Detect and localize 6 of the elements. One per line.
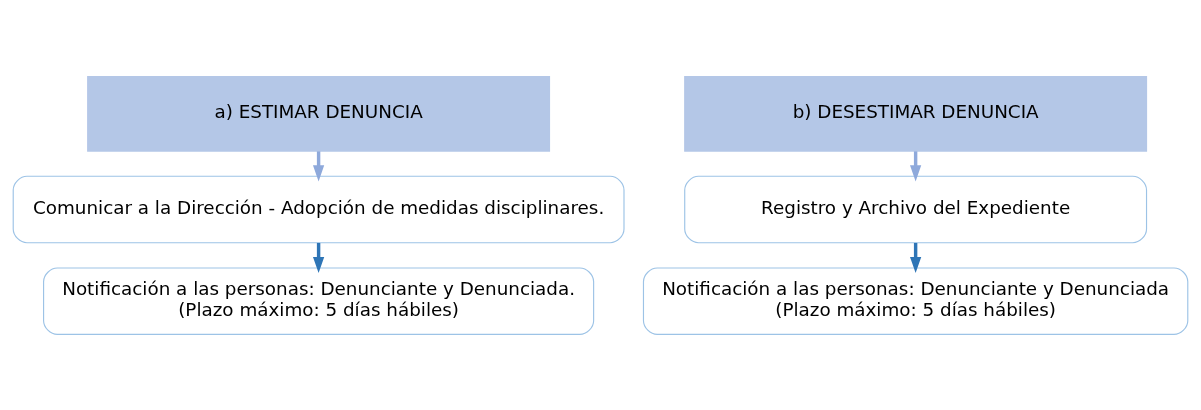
node-box: Comunicar a la Dirección - Adopción de medidas disciplinares.	[12, 175, 625, 243]
node-box: a) ESTIMAR DENUNCIA	[87, 75, 551, 152]
node-box: b) DESESTIMAR DENUNCIA	[684, 75, 1148, 152]
node-box: Notificación a las personas: Denunciante y Denunciada (Plazo máximo: 5 días hábiles)	[642, 266, 1189, 335]
node-box: Registro y Archivo del Expediente	[684, 175, 1148, 243]
node-box: Notificación a las personas: Denunciante y Denunciada. (Plazo máximo: 5 días hábiles)	[43, 266, 595, 335]
